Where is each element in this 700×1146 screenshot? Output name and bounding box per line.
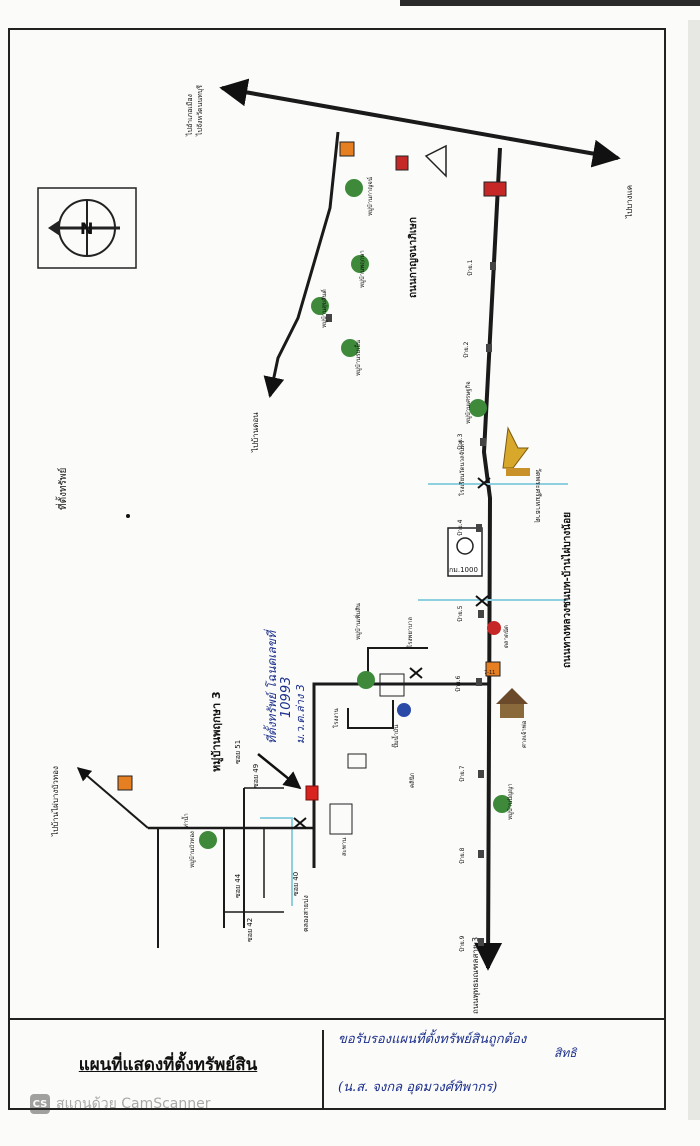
north-label: N bbox=[80, 219, 93, 238]
soi-44-label: ซอย 44 bbox=[234, 873, 242, 898]
property-marker bbox=[257, 753, 319, 801]
village-f-label: หมู่บ้านเพิ่มสิน bbox=[354, 603, 362, 640]
bus-stop-3-label: ป้าย.3 bbox=[457, 433, 464, 450]
village-b-label: หมู่บ้านกาญจน์ bbox=[366, 177, 374, 216]
bus-stop-1-label: ป้าย.1 bbox=[467, 259, 474, 276]
page-edge bbox=[688, 20, 700, 1120]
canals bbox=[260, 483, 568, 906]
map-area: N bbox=[8, 28, 666, 1020]
soi-49-label: ซอย 49 bbox=[252, 764, 260, 788]
certification-statement: ขอรับรองแผนที่ตั้งทรัพย์สินถูกต้อง bbox=[338, 1032, 527, 1047]
north-arrow-icon: N bbox=[37, 187, 137, 269]
camscanner-logo-icon: CS bbox=[30, 1094, 50, 1114]
bus-stop-5-label: ป้าย.5 bbox=[457, 605, 464, 622]
main-road-label: ถนนทางหลวงชนบท-บ้านไผ่บางน้อย bbox=[560, 512, 573, 668]
bus-stop-icons bbox=[326, 262, 496, 946]
bus-stop-2-label: ป้าย.2 bbox=[463, 341, 470, 358]
main-road-label-2: ถนนพุทธมณฑลสาย 3 bbox=[471, 937, 480, 1014]
km-label: กม.1000 bbox=[449, 566, 478, 574]
store-icon bbox=[117, 141, 501, 791]
bus-stop-8-label: ป้าย.8 bbox=[459, 847, 466, 864]
bus-stop-4-label: ป้าย.4 bbox=[457, 519, 464, 536]
bus-stop-6-label: ป้าย.6 bbox=[455, 675, 462, 692]
gas-station-label: ปั๊มน้ำมัน bbox=[390, 725, 400, 748]
property-site-label: ที่ตั้งทรัพย์ bbox=[55, 468, 69, 510]
map-frame bbox=[8, 28, 666, 1110]
certification-box: ขอรับรองแผนที่ตั้งทรัพย์สินถูกต้อง สิทธิ… bbox=[326, 1020, 664, 1108]
hospital-label: โรงพยาบาล bbox=[406, 617, 414, 648]
main-road bbox=[474, 147, 503, 971]
certifier-name: (น.ส. จงกล อุดมวงศ์ทิพากร) bbox=[338, 1080, 498, 1095]
dot-mark bbox=[126, 514, 130, 518]
local-roads bbox=[76, 647, 488, 948]
scanner-watermark: CS สแกนด้วย CamScanner bbox=[30, 1092, 211, 1116]
km-marker: กม.1000 bbox=[447, 527, 483, 577]
village-top-label: หมู่บ้านพฤกษา 3 bbox=[210, 691, 224, 772]
map-title: แผนที่แสดงที่ตั้งทรัพย์สิน bbox=[78, 1055, 258, 1075]
to-river-label: ไปบ้านดอน bbox=[251, 412, 260, 453]
highway-label: ถนนกาญจนาภิเษก bbox=[407, 217, 419, 298]
junctions bbox=[293, 477, 491, 829]
property-id-label-2: 10993 bbox=[279, 677, 294, 718]
soi-51-label: ซอย 51 bbox=[234, 740, 242, 764]
bridge-label: สะพาน bbox=[341, 838, 348, 856]
temple-label: วัดพระศรีมหาธาตุ bbox=[534, 468, 542, 523]
shrine-label: ศาลเจ้าพ่อ bbox=[521, 720, 528, 748]
village-tree-icons bbox=[199, 179, 511, 849]
soi-42-label: ซอย 42 bbox=[246, 918, 254, 942]
temple-icon bbox=[502, 426, 530, 476]
gas-station-icon bbox=[397, 621, 501, 717]
highway bbox=[219, 78, 621, 168]
pier-label: ท่าน้ำ bbox=[180, 813, 190, 828]
village-g-label: หมู่บ้านปัญญา bbox=[507, 783, 514, 820]
to-top-road2-label: ไปจังหวัดนนทบุรี bbox=[195, 85, 204, 137]
village-d-label: หมู่บ้านร่มเย็น bbox=[353, 340, 362, 376]
signature: สิทธิ bbox=[554, 1046, 577, 1060]
to-right-label: ไปบางแค bbox=[625, 185, 634, 219]
map-title-box: แผนที่แสดงที่ตั้งทรัพย์สิน bbox=[14, 1030, 324, 1108]
village-c-label: หมู่บ้านสุขสันต์ bbox=[320, 289, 328, 328]
village-a-label: หมู่บ้านพฤกษา bbox=[359, 250, 366, 288]
branch-road bbox=[263, 131, 340, 399]
property-id-label-1: ที่ตั้งทรัพย์ โฉนดเลขที่ bbox=[263, 629, 279, 744]
bus-sign-icons bbox=[395, 144, 507, 197]
clinic-label: คลินิก bbox=[409, 772, 416, 788]
shrine-icon bbox=[496, 688, 528, 718]
bus-stop-9-label: ป้าย.9 bbox=[459, 935, 466, 952]
scan-edge bbox=[400, 0, 700, 6]
factory-label: โรงงาน bbox=[332, 708, 340, 728]
to-bang-bua-thong-label: ไปบ้านไผ่บางบัวทอง bbox=[51, 766, 60, 837]
bus-stop-7-label: ป้าย.7 bbox=[459, 765, 466, 782]
store-label: 7-11 bbox=[484, 670, 495, 676]
property-id-label-3: ม.ว.ต.ล่าง 3 bbox=[294, 684, 307, 744]
soi-40-label: ซอย 40 bbox=[292, 872, 300, 896]
market-label: ตลาดนัด bbox=[503, 625, 510, 648]
village-e-label: หมู่บ้านเศรษฐกิจ bbox=[465, 381, 472, 424]
canal-label: คลองสายบ่ง bbox=[302, 895, 310, 932]
buildings bbox=[329, 673, 405, 835]
location-map: N bbox=[37, 78, 634, 1014]
scanner-text: สแกนด้วย CamScanner bbox=[56, 1096, 211, 1112]
school-label: โรงเรียนวัดนวลจันทร์ bbox=[458, 440, 466, 496]
village-h-label: หมู่บ้านบัวทอง bbox=[189, 831, 196, 868]
to-top-road-label: ไปอำเภอเมือง bbox=[185, 94, 194, 137]
